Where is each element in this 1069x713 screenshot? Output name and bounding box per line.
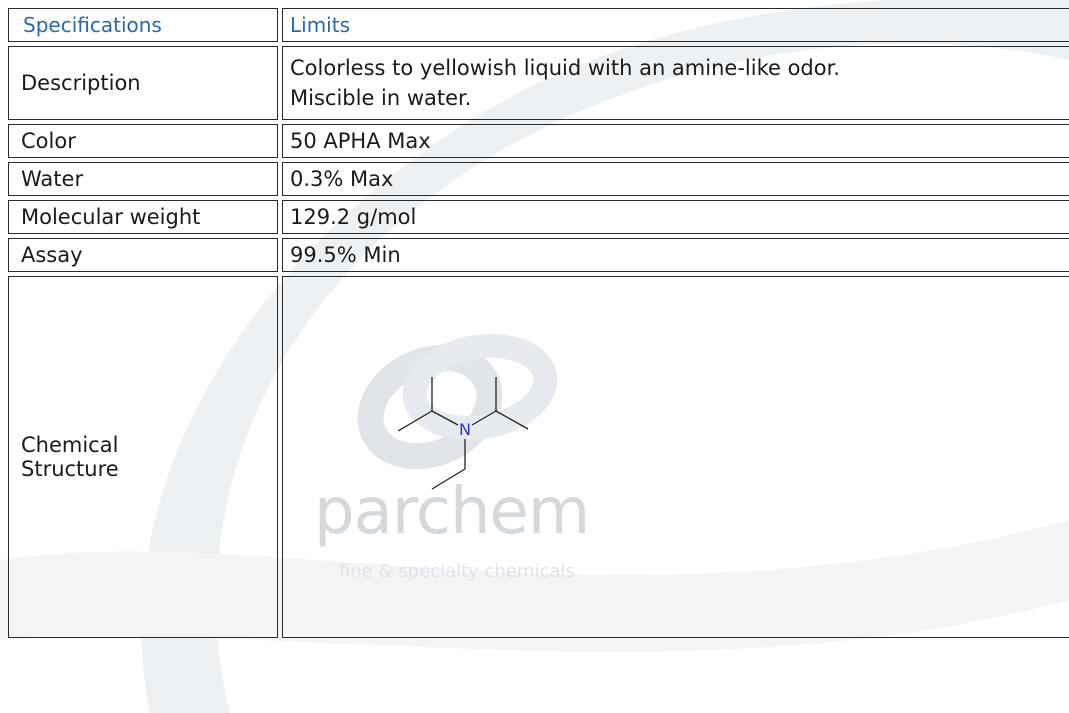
- structure-area: parchem fine & specialty chemicals: [290, 277, 1069, 637]
- table-row: Description Colorless to yellowish liqui…: [8, 46, 1069, 120]
- structure-label-line-1: Chemical: [21, 433, 119, 457]
- spec-assay-label: Assay: [8, 238, 278, 272]
- table-row: Assay 99.5% Min: [8, 238, 1069, 272]
- spec-description-label: Description: [8, 46, 278, 120]
- structure-label-line-2: Structure: [21, 457, 119, 481]
- specifications-table: Specifications Limits Description Colorl…: [4, 4, 1069, 642]
- bond: [398, 410, 433, 432]
- spec-color-value: 50 APHA Max: [282, 124, 1069, 158]
- bond: [431, 468, 466, 490]
- chemical-structure-cell: parchem fine & specialty chemicals: [282, 276, 1069, 638]
- spec-color-label: Color: [8, 124, 278, 158]
- spec-chemical-structure-label: Chemical Structure: [8, 276, 278, 638]
- bond: [471, 410, 497, 426]
- bond: [495, 410, 529, 430]
- description-line-1: Colorless to yellowish liquid with an am…: [290, 56, 840, 80]
- table-row: Chemical Structure parchem fine & specia…: [8, 276, 1069, 638]
- spec-water-label: Water: [8, 162, 278, 196]
- watermark-tagline: fine & specialty chemicals: [339, 561, 575, 582]
- parchem-logo-rings: [357, 333, 558, 470]
- watermark-brand: parchem: [314, 475, 590, 549]
- spec-assay-value: 99.5% Min: [282, 238, 1069, 272]
- spec-molecular-weight-label: Molecular weight: [8, 200, 278, 234]
- spec-molecular-weight-value: 129.2 g/mol: [282, 200, 1069, 234]
- description-line-2: Miscible in water.: [290, 86, 472, 110]
- spec-water-value: 0.3% Max: [282, 162, 1069, 196]
- table-row: Color 50 APHA Max: [8, 124, 1069, 158]
- table-header-row: Specifications Limits: [8, 8, 1069, 42]
- bond: [431, 410, 459, 426]
- header-limits: Limits: [282, 8, 1069, 42]
- table-row: Molecular weight 129.2 g/mol: [8, 200, 1069, 234]
- header-specifications: Specifications: [8, 8, 278, 42]
- spec-description-value: Colorless to yellowish liquid with an am…: [282, 46, 1069, 120]
- nitrogen-atom-label: N: [459, 420, 471, 439]
- molecule-structure: N: [398, 377, 529, 490]
- table-row: Water 0.3% Max: [8, 162, 1069, 196]
